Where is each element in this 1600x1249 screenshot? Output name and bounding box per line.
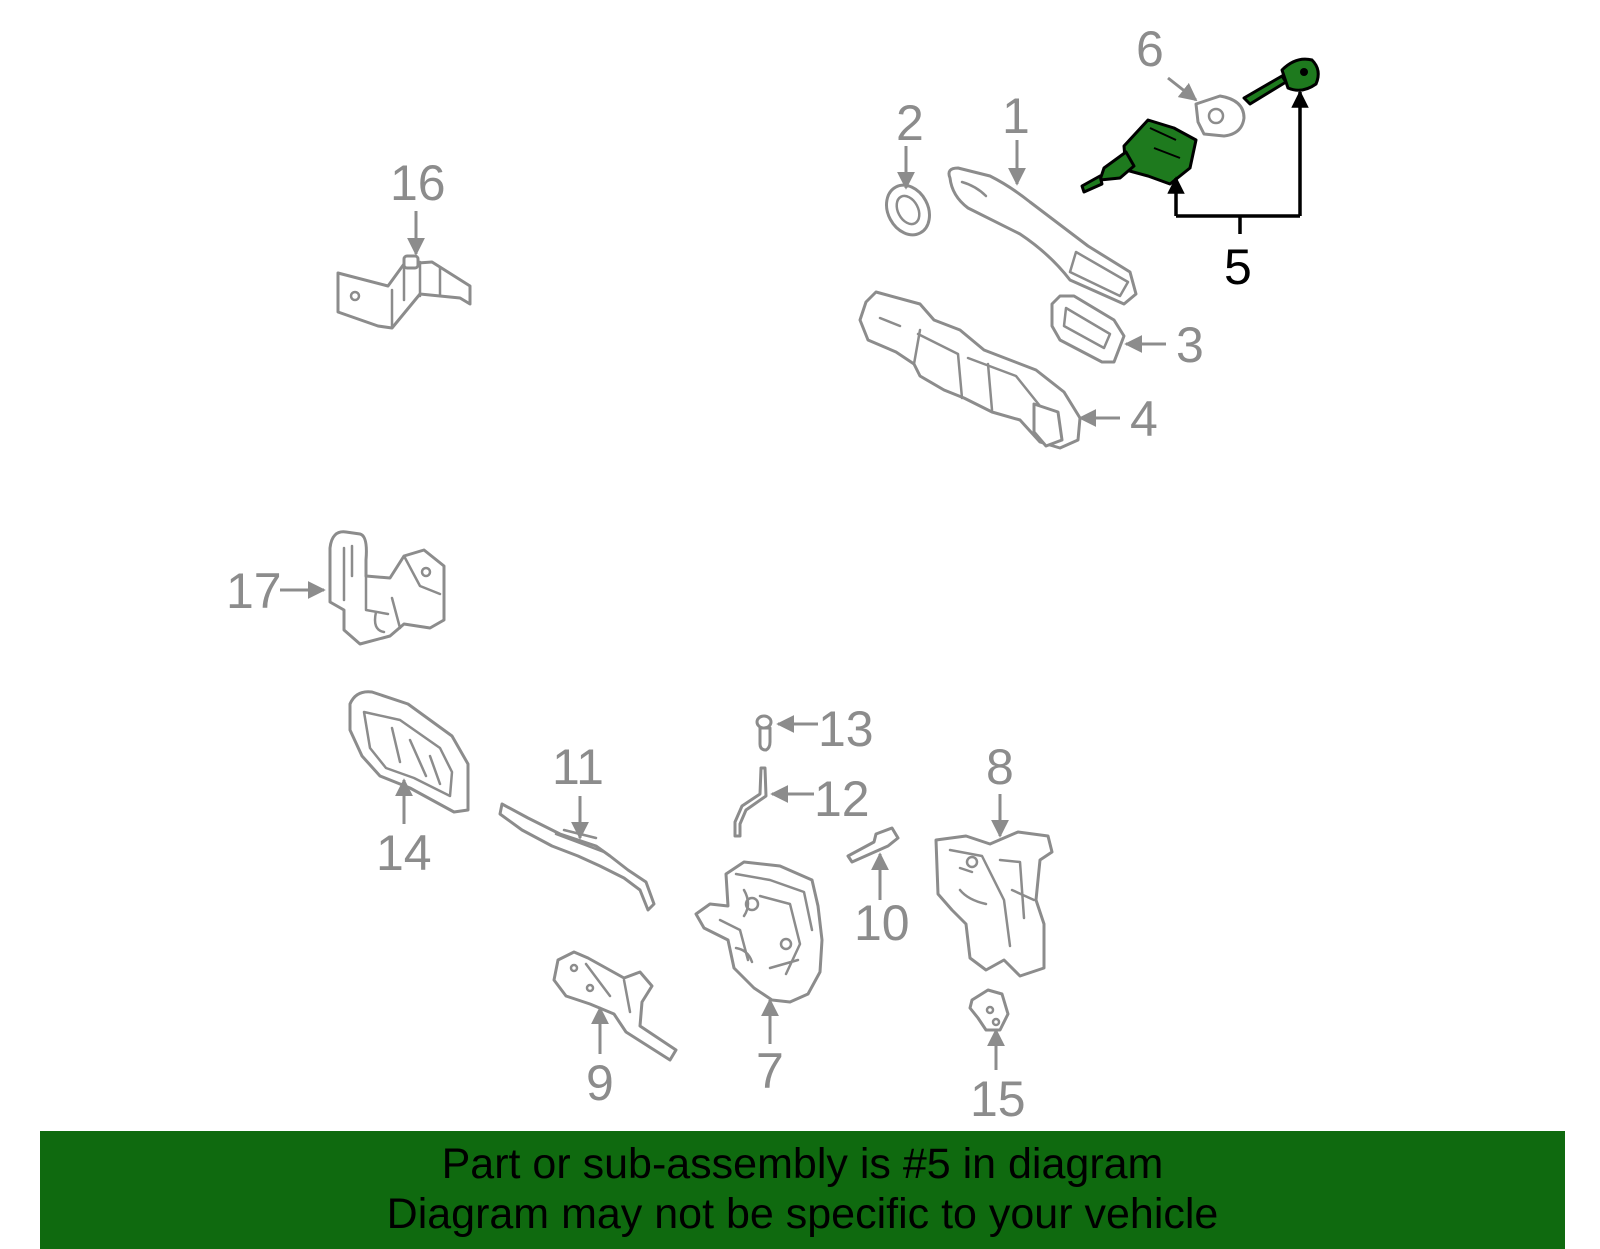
callout-13: 13 (818, 701, 874, 757)
part-7-door-lock[interactable] (694, 860, 824, 1004)
info-banner: Part or sub-assembly is #5 in diagram Di… (40, 1131, 1565, 1249)
callout-7: 7 (756, 1043, 784, 1099)
part-3-handle-gasket[interactable] (1050, 294, 1126, 364)
callout-12: 12 (814, 771, 870, 827)
part-4-handle-carrier[interactable] (858, 290, 1082, 450)
callout-6: 6 (1136, 21, 1164, 77)
callout-17: 17 (226, 563, 282, 619)
callout-15: 15 (970, 1071, 1026, 1127)
part-8-lock-shield[interactable] (934, 830, 1054, 978)
callout-9: 9 (586, 1055, 614, 1111)
part-5-key[interactable] (1242, 57, 1320, 106)
callout-1: 1 (1002, 88, 1030, 144)
part-17-lower-hinge[interactable] (328, 530, 446, 646)
callout-2: 2 (896, 95, 924, 151)
part-12-rod[interactable] (733, 766, 768, 838)
callout-3: 3 (1176, 317, 1204, 373)
part-11-cable[interactable] (498, 802, 656, 912)
part-2-gasket[interactable] (878, 178, 938, 243)
callout-11: 11 (552, 739, 604, 795)
callout-16: 16 (390, 155, 446, 211)
part-16-upper-hinge[interactable] (336, 254, 472, 330)
part-14-inside-handle[interactable] (348, 690, 470, 814)
callout-14: 14 (376, 825, 432, 881)
part-9-bracket[interactable] (552, 950, 678, 1062)
banner-line-2: Diagram may not be specific to your vehi… (386, 1190, 1219, 1238)
part-15-striker[interactable] (968, 988, 1010, 1032)
part-1-outside-handle[interactable] (947, 166, 1138, 306)
part-10-lock-rod[interactable] (846, 826, 900, 864)
part-13-clip[interactable] (755, 714, 773, 752)
callout-4: 4 (1130, 391, 1158, 447)
leader-6 (1167, 76, 1198, 102)
banner-line-1: Part or sub-assembly is #5 in diagram (441, 1140, 1164, 1188)
part-5-lock-cylinder[interactable] (1080, 118, 1198, 194)
callout-8: 8 (986, 739, 1014, 795)
callout-10: 10 (854, 895, 910, 951)
part-6-cap[interactable] (1194, 94, 1246, 138)
callout-5: 5 (1224, 239, 1252, 295)
